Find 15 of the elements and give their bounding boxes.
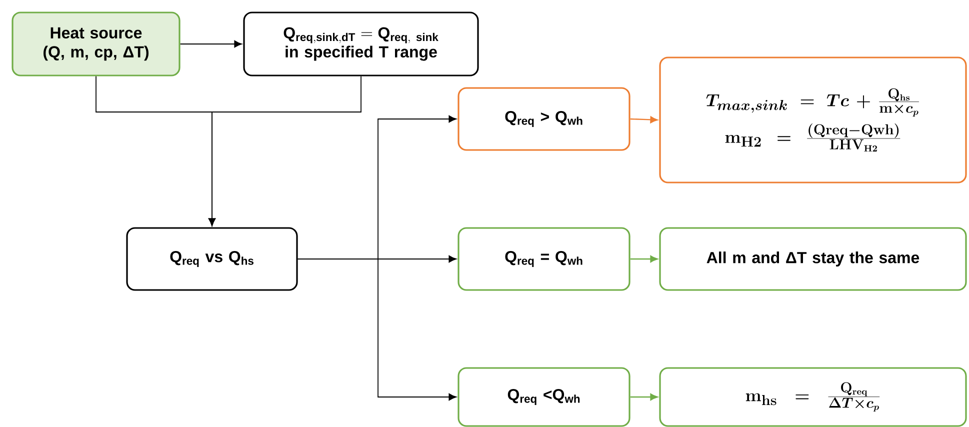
arrow bbox=[180, 40, 242, 48]
condition-box: Q$_{req}$ <Q$_{wh}$ bbox=[458, 367, 630, 427]
condition-box: Q$_{req}$ > Q$_{wh}$ bbox=[458, 87, 630, 151]
decision-box: Q$_{req}$ vs Q$_{hs}$ bbox=[126, 227, 298, 291]
process-box: $\mathsf{Q_{req,sink,dT} = Q_{req,\ sink}}$ in specified T range bbox=[243, 12, 479, 76]
arrow bbox=[630, 116, 658, 124]
arrow bbox=[208, 76, 362, 226]
formula-box: $\mathbf{m_{hs}} = \frac{\mathbf{Q_{req}}}{\Delta T \times c_p}$ bbox=[659, 367, 967, 427]
condition-box: Q$_{req}$ = Q$_{wh}$ bbox=[458, 227, 630, 291]
result-box: All m and ΔT stay the same bbox=[659, 227, 967, 291]
source-box: Heat source (Q, m, cp, ΔT) bbox=[12, 12, 180, 76]
arrow bbox=[630, 256, 658, 262]
arrow bbox=[630, 394, 658, 400]
formula-box: $T_{max, sink} = Tc + \frac{\mathbf{Q_{hs}}}{\mathbf{m} \times c_p}$ $\mathbf{m_{H2}} = \frac{\mathbf{(Qreq - Qwh)}}{\mathbf{LHV_{H2}}}$ bbox=[659, 56, 967, 184]
arrow bbox=[297, 258, 457, 401]
